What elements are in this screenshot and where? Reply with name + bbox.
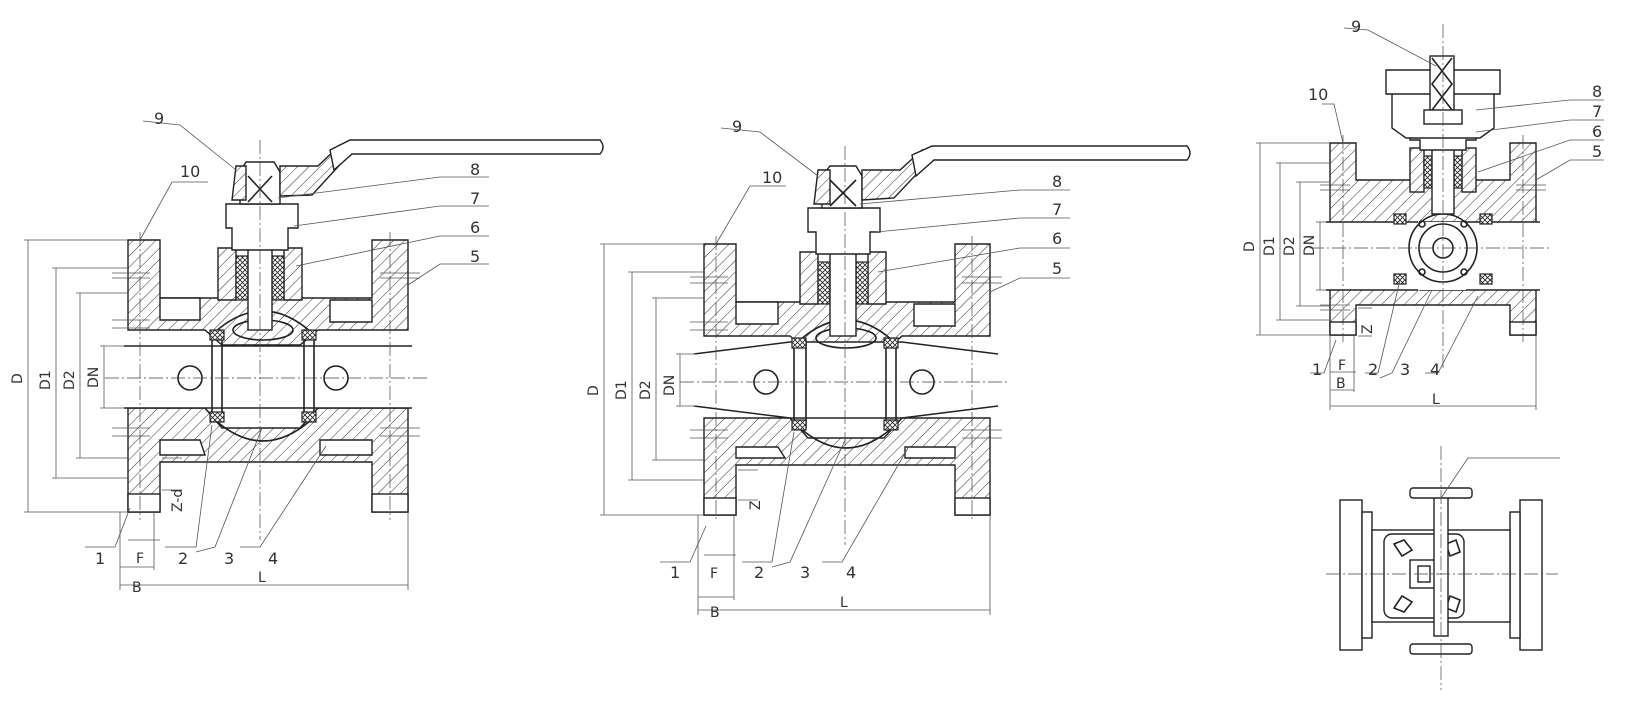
part-label-10: 10: [762, 168, 782, 187]
side-view-right: 9 10 8 7 6 5 1 2 3 4 D D1 D2 DN L B F Z: [1242, 17, 1604, 410]
dim-D: D: [586, 385, 602, 396]
part-label-6: 6: [1052, 229, 1062, 248]
part-labels-middle: 9 10 8 7 6 5 1 2 3 4: [670, 117, 1062, 582]
dim-L: L: [840, 595, 848, 611]
dim-D: D: [10, 373, 26, 384]
section-view-left: 9 10 8 7 6 5 1 2 3 4 D D1 D2 DN L B F Z-…: [10, 109, 604, 596]
dim-F: F: [1338, 358, 1346, 374]
part-label-8: 8: [470, 160, 480, 179]
dim-D1: D1: [1262, 236, 1278, 256]
part-label-7: 7: [470, 189, 480, 208]
part-labels-right: 9 10 8 7 6 5 1 2 3 4: [1308, 17, 1602, 379]
dimension-labels-middle: D D1 D2 DN L B F Z: [586, 375, 848, 621]
dim-F: F: [710, 566, 718, 582]
part-label-8: 8: [1052, 172, 1062, 191]
part-label-1: 1: [670, 563, 680, 582]
dim-D1: D1: [38, 370, 54, 390]
part-label-1: 1: [1312, 360, 1322, 379]
dim-D2: D2: [62, 370, 78, 390]
part-label-5: 5: [1592, 142, 1602, 161]
dim-Z: Z: [1360, 324, 1376, 334]
part-label-5: 5: [1052, 259, 1062, 278]
dim-Zd: Z-d: [170, 489, 186, 512]
part-label-10: 10: [1308, 85, 1328, 104]
part-label-4: 4: [846, 563, 856, 582]
part-label-2: 2: [754, 563, 764, 582]
part-label-3: 3: [224, 549, 234, 568]
part-label-2: 2: [1368, 360, 1378, 379]
dim-D1: D1: [614, 380, 630, 400]
part-label-9: 9: [732, 117, 742, 136]
part-label-6: 6: [1592, 122, 1602, 141]
dim-L: L: [258, 570, 266, 586]
part-label-10: 10: [180, 162, 200, 181]
part-label-5: 5: [470, 247, 480, 266]
dim-F: F: [136, 551, 144, 567]
part-label-6: 6: [470, 218, 480, 237]
part-label-8: 8: [1592, 82, 1602, 101]
dim-D: D: [1242, 241, 1258, 252]
dim-DN: DN: [662, 375, 678, 396]
dimension-labels-left: D D1 D2 DN L B F Z-d: [10, 367, 266, 596]
part-label-2: 2: [178, 549, 188, 568]
part-label-3: 3: [1400, 360, 1410, 379]
part-label-4: 4: [1430, 360, 1440, 379]
dim-DN: DN: [86, 367, 102, 388]
dimension-labels-right: D D1 D2 DN L B F Z: [1242, 235, 1440, 408]
part-label-9: 9: [1351, 17, 1361, 36]
part-label-4: 4: [268, 549, 278, 568]
dim-Z: Z: [748, 500, 764, 510]
dim-DN: DN: [1302, 235, 1318, 256]
part-label-7: 7: [1052, 200, 1062, 219]
dim-B: B: [132, 580, 142, 596]
dim-B: B: [710, 605, 720, 621]
dim-D2: D2: [1282, 236, 1298, 256]
section-view-middle: 9 10 8 7 6 5 1 2 3 4 D D1 D2 DN L B F Z: [586, 117, 1191, 621]
top-view-right: [1326, 446, 1560, 690]
part-label-9: 9: [154, 109, 164, 128]
dim-D2: D2: [638, 380, 654, 400]
part-label-3: 3: [800, 563, 810, 582]
part-labels-left: 9 10 8 7 6 5 1 2 3 4: [95, 109, 480, 568]
part-label-7: 7: [1592, 102, 1602, 121]
part-label-1: 1: [95, 549, 105, 568]
dim-B: B: [1336, 376, 1346, 392]
dim-L: L: [1432, 392, 1440, 408]
